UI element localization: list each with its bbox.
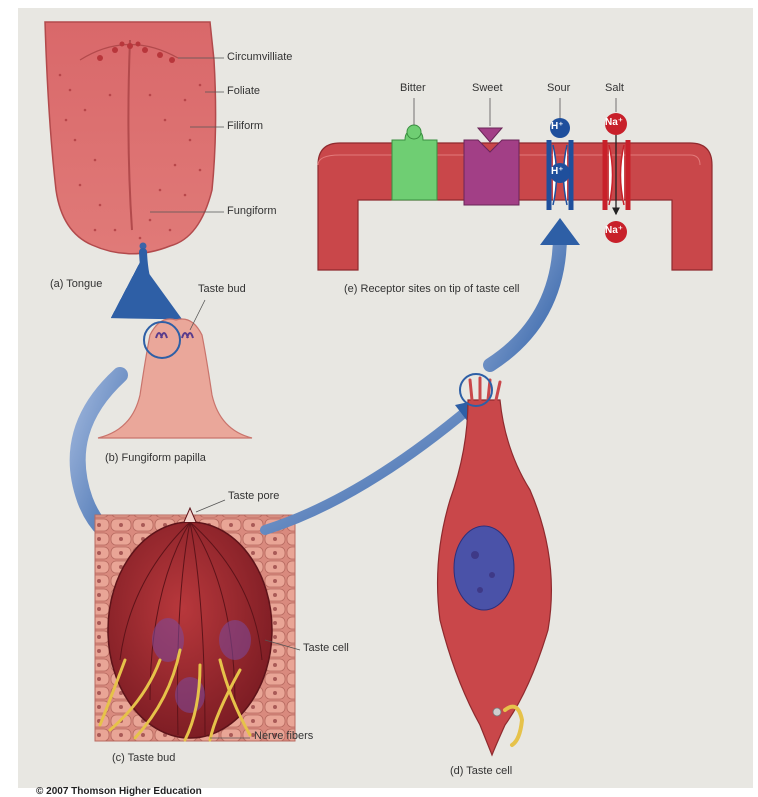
na-ion-bottom bbox=[605, 221, 627, 243]
receptor-caption: (e) Receptor sites on tip of taste cell bbox=[344, 283, 520, 295]
foliate-label: Foliate bbox=[227, 85, 261, 97]
fungiform-papilla-illustration bbox=[97, 299, 253, 439]
na-ion-top bbox=[605, 113, 627, 135]
arrow-taste-bud-to-taste-cell bbox=[260, 403, 475, 535]
taste-bud-caption: (c) Taste bud bbox=[112, 752, 176, 764]
salt-channel bbox=[602, 98, 631, 216]
sweet-receptor bbox=[463, 98, 520, 206]
fungiform-label: Fungiform bbox=[227, 205, 277, 217]
salt-label: Salt bbox=[605, 82, 624, 94]
taste-pore-label: Taste pore bbox=[228, 490, 280, 502]
filiform-label: Filiform bbox=[227, 120, 264, 132]
arrow-tongue-to-papilla bbox=[110, 248, 183, 320]
taste-bud-small-label: Taste bud bbox=[198, 283, 246, 295]
na-ion-bottom-text: Na⁺ bbox=[605, 225, 624, 236]
bitter-label: Bitter bbox=[400, 82, 426, 94]
tongue-caption: (a) Tongue bbox=[50, 278, 103, 290]
fungiform-papilla-caption: (b) Fungiform papilla bbox=[105, 452, 206, 464]
nerve-fibers-label: Nerve fibers bbox=[254, 730, 314, 742]
taste-cell-label: Taste cell bbox=[303, 642, 349, 654]
taste-bud-illustration bbox=[94, 499, 301, 742]
h-ion-top bbox=[550, 118, 570, 138]
tongue-illustration bbox=[44, 21, 224, 255]
sweet-label: Sweet bbox=[472, 82, 503, 94]
copyright-text: © 2007 Thomson Higher Education bbox=[36, 786, 202, 797]
taste-cell-illustration bbox=[436, 373, 553, 757]
bitter-receptor bbox=[391, 98, 438, 201]
h-ion-top-text: H⁺ bbox=[551, 121, 564, 132]
circumvalliate-label: Circumvilliate bbox=[227, 51, 293, 63]
taste-cell-caption: (d) Taste cell bbox=[450, 765, 513, 777]
h-ion-mid bbox=[550, 163, 570, 183]
arrow-taste-cell-to-receptor bbox=[483, 228, 567, 372]
na-ion-top-text: Na⁺ bbox=[605, 117, 624, 128]
h-ion-mid-text: H⁺ bbox=[551, 166, 564, 177]
sour-label: Sour bbox=[547, 82, 571, 94]
